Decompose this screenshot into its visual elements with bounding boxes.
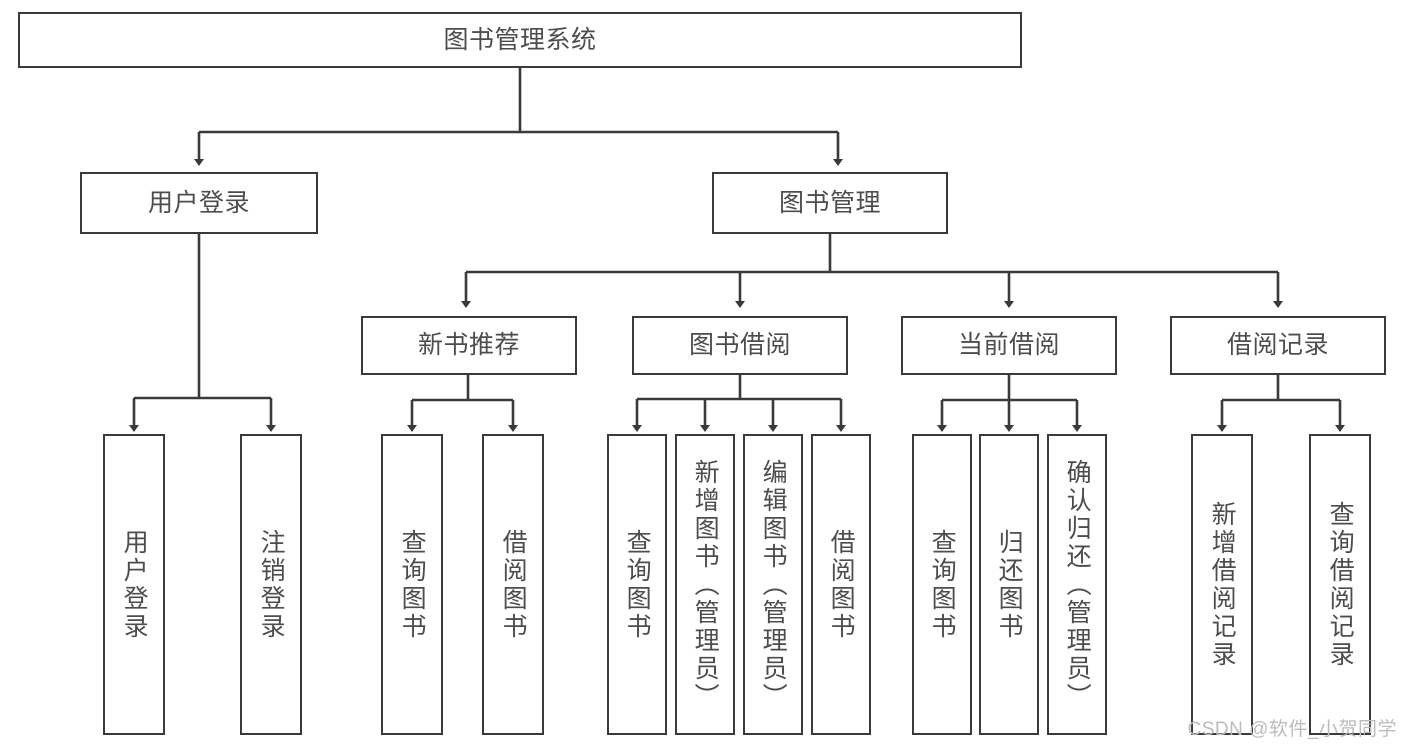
node-current-borrow[interactable]: 当前借阅 (901, 316, 1117, 375)
node-leaf-query-book-1-label: 查询图书 (398, 528, 427, 641)
node-leaf-confirm-return-label: 确认归还（管理员） (1063, 458, 1092, 711)
node-root-label: 图书管理系统 (443, 25, 597, 54)
node-leaf-query-book-2[interactable]: 查询图书 (607, 434, 667, 735)
node-leaf-borrow-book-1[interactable]: 借阅图书 (482, 434, 544, 735)
node-new-book-recommend[interactable]: 新书推荐 (361, 316, 577, 375)
node-leaf-confirm-return[interactable]: 确认归还（管理员） (1047, 434, 1107, 735)
node-leaf-add-record[interactable]: 新增借阅记录 (1191, 434, 1253, 735)
node-leaf-query-record-label: 查询借阅记录 (1326, 500, 1355, 669)
node-leaf-borrow-book-2[interactable]: 借阅图书 (811, 434, 871, 735)
node-book-borrow-label: 图书借阅 (688, 331, 791, 360)
node-borrow-record[interactable]: 借阅记录 (1170, 316, 1386, 375)
node-leaf-edit-book[interactable]: 编辑图书（管理员） (743, 434, 803, 735)
node-leaf-add-record-label: 新增借阅记录 (1208, 500, 1237, 669)
node-leaf-query-book-1[interactable]: 查询图书 (381, 434, 443, 735)
node-borrow-record-label: 借阅记录 (1226, 331, 1329, 360)
node-root[interactable]: 图书管理系统 (18, 12, 1022, 68)
node-book-borrow[interactable]: 图书借阅 (632, 316, 848, 375)
node-user-login-label: 用户登录 (147, 188, 250, 217)
node-book-management-label: 图书管理 (778, 188, 881, 217)
node-leaf-query-book-3-label: 查询图书 (928, 528, 957, 641)
node-current-borrow-label: 当前借阅 (957, 331, 1060, 360)
node-leaf-return-book-label: 归还图书 (995, 528, 1024, 641)
node-leaf-edit-book-label: 编辑图书（管理员） (759, 458, 788, 711)
node-leaf-logout-login-label: 注销登录 (257, 528, 286, 641)
node-leaf-user-login-label: 用户登录 (120, 528, 149, 641)
node-book-management[interactable]: 图书管理 (712, 172, 948, 234)
node-leaf-query-book-2-label: 查询图书 (623, 528, 652, 641)
csdn-watermark: CSDN @软件_小贺同学 (1187, 719, 1397, 740)
node-leaf-query-record[interactable]: 查询借阅记录 (1309, 434, 1371, 735)
node-user-login[interactable]: 用户登录 (80, 172, 318, 234)
node-leaf-borrow-book-2-label: 借阅图书 (827, 528, 856, 641)
node-leaf-return-book[interactable]: 归还图书 (979, 434, 1039, 735)
node-leaf-add-book-label: 新增图书（管理员） (691, 458, 720, 711)
node-leaf-query-book-3[interactable]: 查询图书 (912, 434, 972, 735)
node-new-book-recommend-label: 新书推荐 (417, 331, 520, 360)
node-leaf-borrow-book-1-label: 借阅图书 (499, 528, 528, 641)
node-leaf-logout-login[interactable]: 注销登录 (240, 434, 302, 735)
node-leaf-add-book[interactable]: 新增图书（管理员） (675, 434, 735, 735)
node-leaf-user-login[interactable]: 用户登录 (103, 434, 165, 735)
